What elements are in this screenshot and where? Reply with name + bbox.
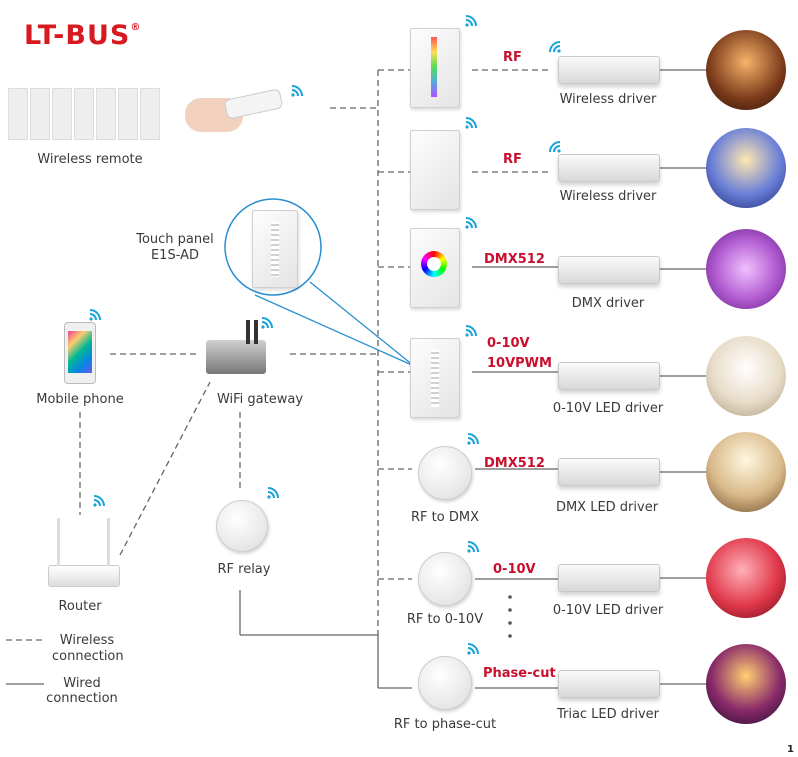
rf-to-dmx-label: RF to DMX bbox=[411, 510, 479, 525]
wifi-icon bbox=[467, 433, 479, 445]
wifi-gateway-device bbox=[206, 320, 266, 374]
touch-panel-label-line2: E1S-AD bbox=[150, 248, 200, 263]
rf-to-0-10v-label: RF to 0-10V bbox=[406, 612, 484, 627]
photo-purple-bedroom bbox=[706, 229, 786, 309]
signal-rf-2: RF bbox=[503, 152, 522, 167]
photo-living-room-blue bbox=[706, 128, 786, 208]
wifi-icon bbox=[465, 117, 477, 129]
router-device bbox=[48, 518, 120, 587]
wifi-icon bbox=[93, 495, 105, 507]
wifi-icon bbox=[549, 141, 561, 153]
dmx-led-driver-label: DMX LED driver bbox=[555, 500, 659, 515]
wifi-icon bbox=[291, 85, 303, 97]
0-10v-led-driver-2-label: 0-10V LED driver bbox=[552, 603, 664, 618]
legend-wireless-line2: connection bbox=[52, 649, 124, 664]
dmx-driver-label: DMX driver bbox=[571, 296, 645, 311]
wireless-remote-label: Wireless remote bbox=[37, 152, 143, 167]
touch-panel-label-line1: Touch panel bbox=[136, 232, 214, 247]
dmx-led-driver bbox=[558, 458, 660, 486]
wifi-icon bbox=[261, 317, 273, 329]
dmx-driver bbox=[558, 256, 660, 284]
page-number: 1 bbox=[787, 744, 794, 755]
rf-to-dmx-device bbox=[418, 446, 472, 500]
wifi-icon bbox=[549, 41, 561, 53]
triac-led-driver-label: Triac LED driver bbox=[556, 707, 660, 722]
rf-to-phase-cut-label: RF to phase-cut bbox=[393, 717, 497, 732]
wifi-icon bbox=[267, 487, 279, 499]
photo-bar bbox=[706, 644, 786, 724]
rf-to-phase-cut-device bbox=[418, 656, 472, 710]
signal-dmx512-2: DMX512 bbox=[484, 456, 545, 471]
photo-warm-living-room bbox=[706, 432, 786, 512]
hand-with-remote bbox=[185, 88, 285, 134]
wifi-icon bbox=[465, 325, 477, 337]
brand-logo: LT-BUS® bbox=[24, 20, 141, 51]
wifi-gateway-label: WiFi gateway bbox=[216, 392, 304, 407]
0-10v-led-driver-1-label: 0-10V LED driver bbox=[552, 401, 664, 416]
photo-red-room bbox=[706, 538, 786, 618]
photo-home-theater bbox=[706, 30, 786, 110]
wifi-icon bbox=[465, 217, 477, 229]
signal-10vpwm: 10VPWM bbox=[487, 356, 552, 371]
wireless-driver-1-label: Wireless driver bbox=[559, 92, 657, 107]
wireless-driver-2 bbox=[558, 154, 660, 182]
triac-led-driver bbox=[558, 670, 660, 698]
remote-lineup bbox=[8, 80, 168, 140]
logo-text: LT-BUS bbox=[24, 20, 131, 51]
wifi-icon bbox=[465, 15, 477, 27]
legend-wired-line2: connection bbox=[46, 691, 118, 706]
signal-phase-cut: Phase-cut bbox=[483, 666, 556, 681]
wifi-icon bbox=[467, 541, 479, 553]
signal-0-10v-2: 0-10V bbox=[493, 562, 536, 577]
rf-relay-label: RF relay bbox=[217, 562, 271, 577]
wireless-driver-1 bbox=[558, 56, 660, 84]
mobile-phone-label: Mobile phone bbox=[36, 392, 124, 407]
dim-touch-panel bbox=[410, 130, 460, 210]
rgb-touch-panel bbox=[410, 28, 460, 108]
legend-wired-line1: Wired bbox=[63, 676, 101, 691]
registered-mark: ® bbox=[130, 22, 142, 33]
e1s-ad-panel bbox=[410, 338, 460, 418]
0-10v-led-driver-2 bbox=[558, 564, 660, 592]
photo-white-hall bbox=[706, 336, 786, 416]
mobile-phone-device bbox=[64, 322, 96, 384]
wireless-driver-2-label: Wireless driver bbox=[559, 189, 657, 204]
wifi-icon bbox=[89, 309, 101, 321]
signal-dmx512-1: DMX512 bbox=[484, 252, 545, 267]
wifi-icon bbox=[467, 643, 479, 655]
rf-relay-device bbox=[216, 500, 268, 552]
touch-panel-e1s-ad-zoom bbox=[252, 210, 298, 288]
0-10v-led-driver-1 bbox=[558, 362, 660, 390]
signal-rf-1: RF bbox=[503, 50, 522, 65]
color-wheel-panel bbox=[410, 228, 460, 308]
router-label: Router bbox=[58, 599, 102, 614]
rf-to-0-10v-device bbox=[418, 552, 472, 606]
signal-0-10v: 0-10V bbox=[487, 336, 530, 351]
legend-wireless-line1: Wireless bbox=[59, 633, 115, 648]
